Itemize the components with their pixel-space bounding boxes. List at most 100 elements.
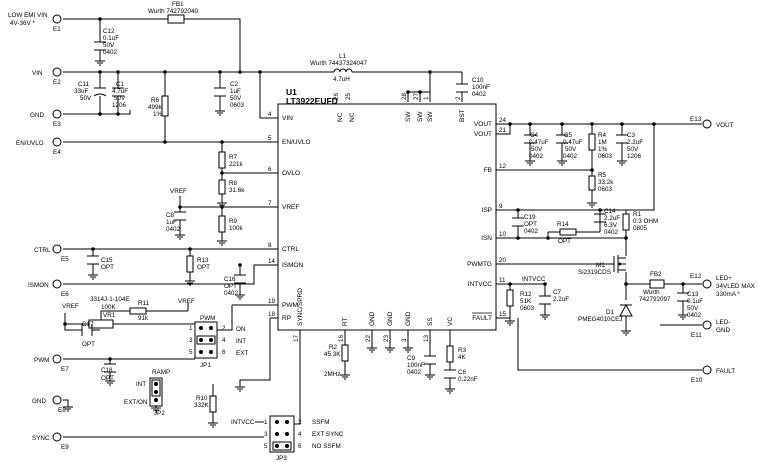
terminal-e12[interactable] [702, 279, 712, 289]
r12-v2: 0603 [520, 305, 535, 312]
c4-v1: 0.47uF [529, 139, 549, 146]
jp1-opt-on: ON [236, 326, 246, 333]
e3-ref: E3 [53, 121, 61, 128]
c10-ref: C10 [472, 77, 484, 84]
ground-icon [215, 108, 225, 116]
pin-name-ovlo: OVLO [282, 170, 300, 177]
e12-note2: 330mA * [716, 291, 740, 298]
c8-ref: C8 [166, 212, 175, 219]
c10-v2: 0402 [472, 91, 487, 98]
pin-name-rt: RT [342, 317, 349, 326]
resistor-r4 [588, 133, 596, 151]
resistor-r8 [218, 179, 226, 195]
c13-v1: 0.1uF [687, 298, 703, 305]
capacitor-c13 [677, 292, 689, 302]
jp1-pin2: 2 [222, 325, 226, 332]
e10-label: FAULT [716, 368, 735, 375]
vr1-ref: VR1 [103, 312, 116, 319]
resistor-r6 [161, 95, 169, 117]
jp1-pin6: 6 [222, 349, 226, 356]
junction-dot [406, 90, 410, 94]
junction-dot [620, 122, 624, 126]
c15-v1: OPT [101, 264, 114, 271]
pin-name-vref: VREF [282, 204, 299, 211]
junction-dot [528, 122, 532, 126]
diode-d1 [619, 303, 633, 317]
pin-name-enuvlo: EN/UVLO [282, 139, 311, 146]
terminal-e8[interactable] [52, 395, 62, 405]
junction-dot [590, 122, 594, 126]
c14-v3: 0402 [604, 229, 619, 236]
e1-note: 4V-36V * [10, 20, 35, 27]
pin-num-1: 1 [423, 96, 430, 100]
c3-v2: 50V [627, 146, 639, 153]
pin-num-16: 16 [338, 334, 345, 342]
pin-num-15: 15 [499, 311, 507, 318]
jp2-opt-ext: EXT/ON [124, 399, 148, 406]
c18-ref: C18 [101, 367, 113, 374]
capacitor-c15 [87, 255, 99, 265]
c19-v1: OPT [524, 221, 537, 228]
jumper-jp1[interactable] [194, 321, 218, 359]
c1-v3: 1206 [112, 102, 127, 109]
jumper-jp2[interactable] [149, 377, 163, 407]
junction-dot [108, 357, 112, 361]
junction-dot [516, 236, 520, 240]
terminal-e5[interactable] [52, 244, 62, 254]
d1-ref: D1 [606, 309, 615, 316]
wires [63, 18, 702, 438]
fb1-ref: FB1 [172, 1, 184, 8]
junction-dot [516, 208, 520, 212]
junction-dot [428, 70, 432, 74]
junction-dot [188, 247, 192, 251]
c14-v2: 6.3V [604, 222, 618, 229]
pin-name-vout: VOUT [474, 121, 492, 128]
e2-ref: E2 [53, 79, 61, 86]
r11-v1: 91k [138, 315, 149, 322]
pin-num-19: 19 [268, 298, 276, 305]
terminal-e11[interactable] [702, 320, 712, 330]
c18-v1: OPT [101, 375, 114, 382]
c9-v1: 100nF [407, 362, 425, 369]
capacitor-c11 [93, 87, 107, 97]
c10-v1: 100nF [472, 84, 490, 91]
r5-v1: 33.2k [598, 179, 614, 186]
junction-dot [98, 70, 102, 74]
vref-label-1: VREF [170, 188, 187, 195]
r14-v1: OPT [558, 238, 571, 245]
terminal-e4[interactable] [52, 137, 62, 147]
e4-ref: E4 [53, 149, 61, 156]
e10-ref: E10 [691, 377, 703, 384]
ferrite-fb1 [167, 14, 185, 24]
jp3-opt-ssfm: SSFM [312, 419, 330, 426]
terminal-e2[interactable] [52, 67, 62, 77]
ic-left-pins: 4VIN5EN/UVLO6OVLO7VREF8CTRL14ISMON19PWM1… [268, 111, 311, 322]
pin-name-vout: VOUT [474, 131, 492, 138]
terminal-e6[interactable] [52, 279, 62, 289]
terminal-e9[interactable] [52, 432, 62, 442]
terminal-e7[interactable] [52, 354, 62, 364]
e3-label: GND [30, 112, 44, 119]
c5-v3: 0402 [563, 153, 578, 160]
pin-num-2: 2 [455, 96, 462, 100]
c2-v1: 1uF [230, 88, 241, 95]
c7-ref: C7 [553, 289, 562, 296]
c7-v1: 2.2uF [553, 296, 569, 303]
terminal-e10[interactable] [702, 365, 712, 375]
jumper-jp3[interactable] [269, 415, 295, 453]
jp2-title: RAMP [152, 369, 170, 376]
pin-num-27: 27 [413, 92, 420, 100]
terminal-e3[interactable] [52, 109, 62, 119]
terminal-e13[interactable] [702, 119, 712, 129]
pin-name-bst: BST [459, 109, 466, 122]
r1-v2: 0805 [633, 225, 648, 232]
c13-ref: C13 [687, 291, 699, 298]
pin-num-26: 26 [333, 92, 340, 100]
c3-ref: C3 [627, 132, 636, 139]
r9-v1: 100k [229, 225, 244, 232]
capacitor-c5 [556, 134, 568, 144]
terminal-e1[interactable] [52, 14, 62, 24]
pin-name-intvcc: INTVCC [468, 281, 493, 288]
jp1-opt-ext: EXT [236, 350, 248, 357]
